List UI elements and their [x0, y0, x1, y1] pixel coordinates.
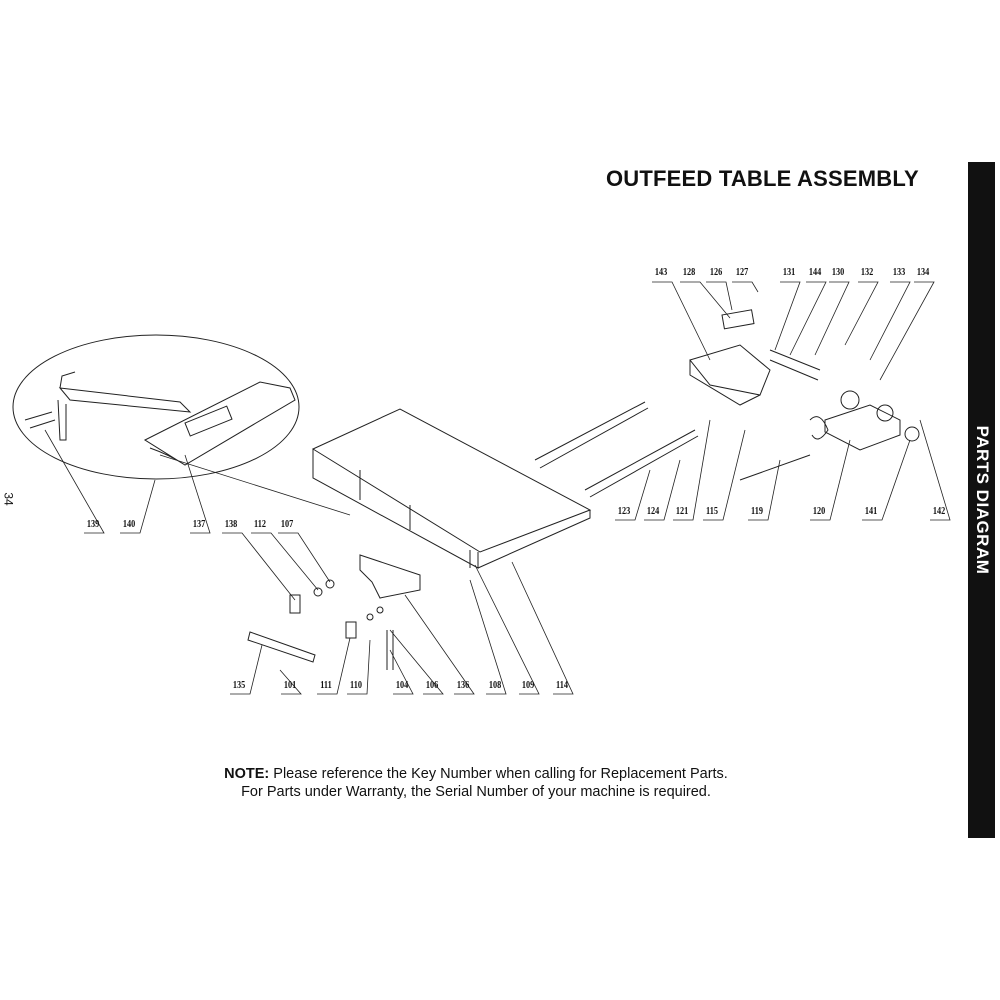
shaft-144 [769, 349, 821, 381]
part-label: 111 [320, 679, 332, 691]
rod-123 [534, 401, 649, 469]
part-label: 144 [808, 266, 822, 278]
part-label: 136 [456, 679, 470, 691]
leader-lines [44, 281, 951, 695]
base-120 [824, 404, 901, 451]
part-label: 120 [812, 505, 826, 517]
part-label: 131 [782, 266, 796, 278]
bracket-136 [359, 554, 421, 599]
part-label: 106 [425, 679, 439, 691]
part-label: 124 [646, 505, 660, 517]
part-label: 134 [916, 266, 930, 278]
collar-141 [904, 426, 920, 442]
part-label: 114 [556, 679, 568, 691]
part-label: 119 [751, 505, 763, 517]
part-label: 139 [86, 518, 100, 530]
part-label: 101 [283, 679, 297, 691]
section-tab: PARTS DIAGRAM [968, 162, 995, 838]
part-label: 112 [254, 518, 266, 530]
part-label: 130 [831, 266, 845, 278]
note-line-2: For Parts under Warranty, the Serial Num… [241, 784, 711, 800]
part-label: 133 [892, 266, 906, 278]
part-label: 107 [280, 518, 294, 530]
part-label: 132 [860, 266, 874, 278]
part-label: 142 [932, 505, 946, 517]
replacement-note: NOTE: Please reference the Key Number wh… [200, 765, 752, 801]
note-prefix: NOTE: [224, 766, 270, 782]
part-label: 135 [232, 679, 246, 691]
rod-124 [584, 429, 699, 498]
part-label: 126 [709, 266, 723, 278]
fence-bracket [57, 371, 192, 441]
part-label: 127 [735, 266, 749, 278]
part-label: 143 [654, 266, 668, 278]
detail-callout-ellipse [12, 334, 300, 480]
outfeed-table [311, 408, 592, 569]
page-title: OUTFEED TABLE ASSEMBLY [606, 166, 919, 191]
spring-119 [739, 416, 829, 481]
part-label: 128 [682, 266, 696, 278]
note-line-1: Please reference the Key Number when cal… [269, 766, 728, 782]
part-label: 137 [192, 518, 206, 530]
part-label: 121 [675, 505, 689, 517]
part-label: 115 [706, 505, 718, 517]
part-label: 104 [395, 679, 409, 691]
part-label: 140 [122, 518, 136, 530]
block-111 [345, 621, 357, 639]
part-label: 141 [864, 505, 878, 517]
pin-104 [386, 630, 394, 670]
part-label: 108 [488, 679, 502, 691]
block-138 [289, 594, 301, 614]
part-label: 110 [350, 679, 362, 691]
plate-128 [721, 309, 755, 330]
bar-135 [247, 631, 316, 663]
part-label: 138 [224, 518, 238, 530]
part-label: 123 [617, 505, 631, 517]
part-label: 109 [521, 679, 535, 691]
bracket-143 [689, 344, 771, 406]
